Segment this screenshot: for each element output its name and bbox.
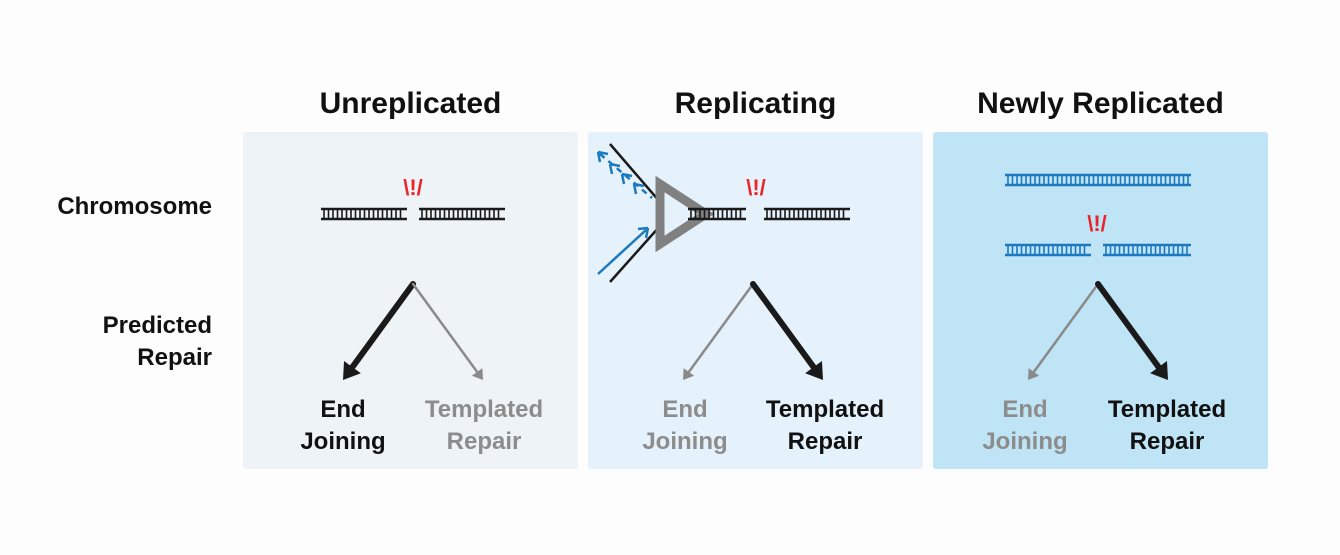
row-label-chromosome: Chromosome bbox=[57, 193, 212, 220]
outcome-line1: End bbox=[1002, 396, 1048, 423]
outcome-line1: Templated bbox=[765, 396, 885, 423]
panel-unreplicated: \!/ bbox=[243, 132, 578, 469]
arrowhead bbox=[1028, 368, 1040, 380]
panel-replicating-left-outcome: End Joining bbox=[610, 394, 760, 458]
outcome-line2: Repair bbox=[1129, 428, 1205, 455]
outcome-line1: Templated bbox=[1107, 396, 1227, 423]
dna-right-fragment bbox=[764, 207, 850, 221]
arrowhead bbox=[471, 368, 483, 380]
panel-newly-replicated: \!/ bbox=[933, 132, 1268, 469]
arrow-shaft bbox=[411, 282, 480, 375]
outcome-line2: Repair bbox=[787, 428, 863, 455]
panel-replicating-right-outcome: Templated Repair bbox=[750, 394, 900, 458]
panel-newly-replicated-diagram: \!/ bbox=[1005, 173, 1191, 380]
break-marks: \!/ bbox=[1087, 211, 1107, 236]
arrowhead bbox=[343, 360, 361, 380]
row-label-repair: Repair bbox=[137, 344, 212, 371]
dna-right-fragment bbox=[419, 207, 505, 221]
leading-strand-arrowhead bbox=[637, 226, 650, 239]
panel-unreplicated-diagram: \!/ bbox=[321, 175, 505, 380]
arrow-shaft bbox=[1031, 282, 1100, 375]
column-title-unreplicated: Unreplicated bbox=[319, 87, 502, 120]
arrow-shaft bbox=[686, 282, 755, 375]
dna-left-fragment bbox=[688, 207, 746, 221]
break-marks: \!/ bbox=[746, 175, 766, 200]
dna-right-fragment bbox=[1103, 243, 1191, 257]
arrow-shaft bbox=[750, 281, 818, 372]
outcome-line2: Joining bbox=[982, 428, 1068, 455]
arrowhead bbox=[805, 360, 823, 380]
outcome-line2: Repair bbox=[446, 428, 522, 455]
arrow-to-end-joining-weak bbox=[1028, 282, 1100, 380]
arrow-shaft bbox=[348, 281, 416, 372]
arrowhead bbox=[683, 368, 695, 380]
replisome-triangle-icon bbox=[655, 175, 715, 253]
arrowhead bbox=[1150, 360, 1168, 380]
panel-newly-replicated-right-outcome: Templated Repair bbox=[1092, 394, 1242, 458]
break-marks: \!/ bbox=[403, 175, 423, 200]
panel-unreplicated-left-outcome: End Joining bbox=[268, 394, 418, 458]
panel-newly-replicated-left-outcome: End Joining bbox=[950, 394, 1100, 458]
dna-left-fragment bbox=[1005, 243, 1091, 257]
dna-left-fragment bbox=[321, 207, 407, 221]
row-label-predicted: Predicted bbox=[102, 312, 212, 339]
lagging-strand-arrowheads bbox=[596, 150, 645, 195]
outcome-line1: Templated bbox=[424, 396, 544, 423]
arrow-to-end-joining-weak bbox=[683, 282, 755, 380]
arrow-to-templated-repair-strong bbox=[1095, 281, 1168, 380]
arrow-to-templated-repair-weak bbox=[411, 282, 483, 380]
column-title-replicating: Replicating bbox=[674, 87, 837, 120]
panel-replicating-diagram: \!/ bbox=[596, 143, 850, 380]
row-label-predicted-repair: Predicted Repair bbox=[20, 310, 212, 374]
sister-chromatid-intact bbox=[1005, 173, 1191, 187]
outcome-line2: Joining bbox=[642, 428, 728, 455]
fork-upper-strand bbox=[609, 143, 661, 203]
arrow-to-end-joining-strong bbox=[343, 281, 416, 380]
outcome-line1: End bbox=[320, 396, 366, 423]
column-title-newly-replicated: Newly Replicated bbox=[977, 87, 1224, 120]
leading-strand-arrow bbox=[597, 229, 647, 275]
outcome-line1: End bbox=[662, 396, 708, 423]
panel-replicating: \!/ bbox=[588, 132, 923, 469]
arrow-shaft bbox=[1095, 281, 1163, 372]
outcome-line2: Joining bbox=[300, 428, 386, 455]
arrow-to-templated-repair-strong bbox=[750, 281, 823, 380]
fork-lower-strand bbox=[609, 225, 661, 283]
panel-unreplicated-right-outcome: Templated Repair bbox=[409, 394, 559, 458]
